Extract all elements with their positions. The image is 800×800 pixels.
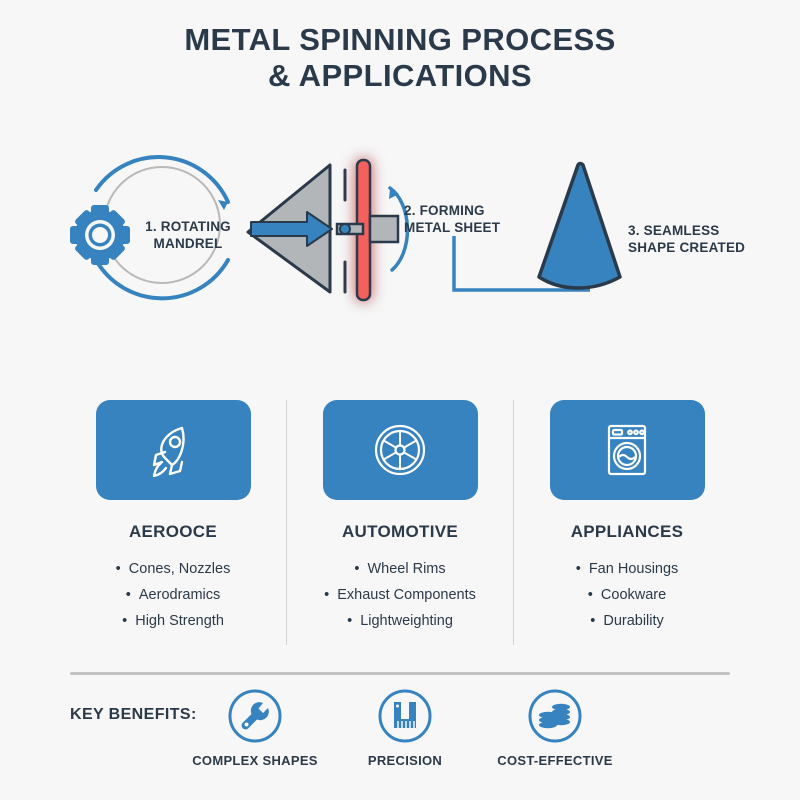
forming-arrowhead-icon: [389, 188, 399, 199]
appliances-card-list: Fan Housings Cookware Durability: [576, 556, 679, 634]
list-item: High Strength: [116, 608, 231, 634]
list-item: Durability: [576, 608, 679, 634]
feed-arrow-icon: [250, 211, 351, 247]
caliper-icon: [378, 689, 432, 743]
page-title: METAL SPINNING PROCESS & APPLICATIONS: [0, 22, 800, 94]
process-step-3-line1: 3. SEAMLESS: [628, 223, 720, 238]
rotation-arrowhead-top-icon: [218, 200, 228, 210]
aerospace-card-list: Cones, Nozzles Aerodramics High Strength: [116, 556, 231, 634]
application-card-appliances[interactable]: APPLIANCES Fan Housings Cookware Durabil…: [513, 400, 740, 645]
list-item: Lightweighting: [324, 608, 476, 634]
coins-icon: [528, 689, 582, 743]
benefit-precision[interactable]: PRECISION: [320, 688, 490, 768]
process-diagram-graphics: [70, 155, 622, 302]
process-step-2-line1: 2. FORMING: [404, 203, 485, 218]
application-card-automotive[interactable]: AUTOMOTIVE Wheel Rims Exhaust Components…: [286, 400, 513, 645]
list-item: Exhaust Components: [324, 582, 476, 608]
automotive-icon-tile: [322, 400, 478, 500]
list-item: Cones, Nozzles: [116, 556, 231, 582]
page-title-line2: & APPLICATIONS: [268, 58, 532, 93]
automotive-card-list: Wheel Rims Exhaust Components Lightweigh…: [324, 556, 476, 634]
benefit-label: COMPLEX SHAPES: [192, 753, 318, 768]
process-step-2-label: 2. FORMING METAL SHEET: [404, 202, 524, 236]
gear-icon: [70, 205, 130, 265]
process-step-3-label: 3. SEAMLESS SHAPE CREATED: [628, 222, 778, 256]
list-item: Cookware: [576, 582, 679, 608]
application-card-aerospace[interactable]: AEROOCE Cones, Nozzles Aerodramics High …: [60, 400, 286, 645]
process-step-2-line2: METAL SHEET: [404, 220, 501, 235]
key-benefits-label: KEY BENEFITS:: [70, 706, 197, 723]
benefit-complex-shapes[interactable]: COMPLEX SHAPES: [170, 688, 340, 768]
appliances-card-title: APPLIANCES: [570, 522, 684, 541]
page-title-line1: METAL SPINNING PROCESS: [184, 22, 616, 57]
cone-icon: [537, 161, 622, 290]
process-diagram: 1. ROTATING MANDREL 2. FORMING METAL SHE…: [0, 140, 800, 330]
aerospace-icon-tile: [95, 400, 251, 500]
list-item: Fan Housings: [576, 556, 678, 582]
list-item: Aerodramics: [116, 582, 231, 608]
key-benefits-section: KEY BENEFITS: COMPLEX SHAPES: [70, 688, 730, 778]
process-step-3-line2: SHAPE CREATED: [628, 240, 746, 255]
tailstock-icon: [368, 214, 400, 244]
wrench-icon: [228, 689, 282, 743]
process-step-1-line1: 1. ROTATING: [145, 219, 231, 234]
wheel-rim-icon: [374, 424, 426, 476]
section-divider: [70, 672, 730, 675]
rocket-icon: [152, 426, 185, 478]
application-cards: AEROOCE Cones, Nozzles Aerodramics High …: [60, 400, 740, 645]
aerospace-card-title: AEROOCE: [128, 522, 218, 541]
connector-line: [452, 236, 590, 292]
rotation-arrows-icon: [94, 155, 230, 301]
forming-arrow-icon: [388, 186, 410, 272]
washing-machine-icon: [607, 424, 647, 476]
benefit-label: COST-EFFECTIVE: [497, 753, 613, 768]
list-item: Wheel Rims: [324, 556, 476, 582]
benefit-label: PRECISION: [367, 753, 443, 768]
automotive-card-title: AUTOMOTIVE: [341, 522, 459, 541]
process-step-1-line2: MANDREL: [153, 236, 223, 251]
process-step-1-label: 1. ROTATING MANDREL: [133, 218, 243, 252]
benefit-cost-effective[interactable]: COST-EFFECTIVE: [470, 688, 640, 768]
appliances-icon-tile: [549, 400, 705, 500]
